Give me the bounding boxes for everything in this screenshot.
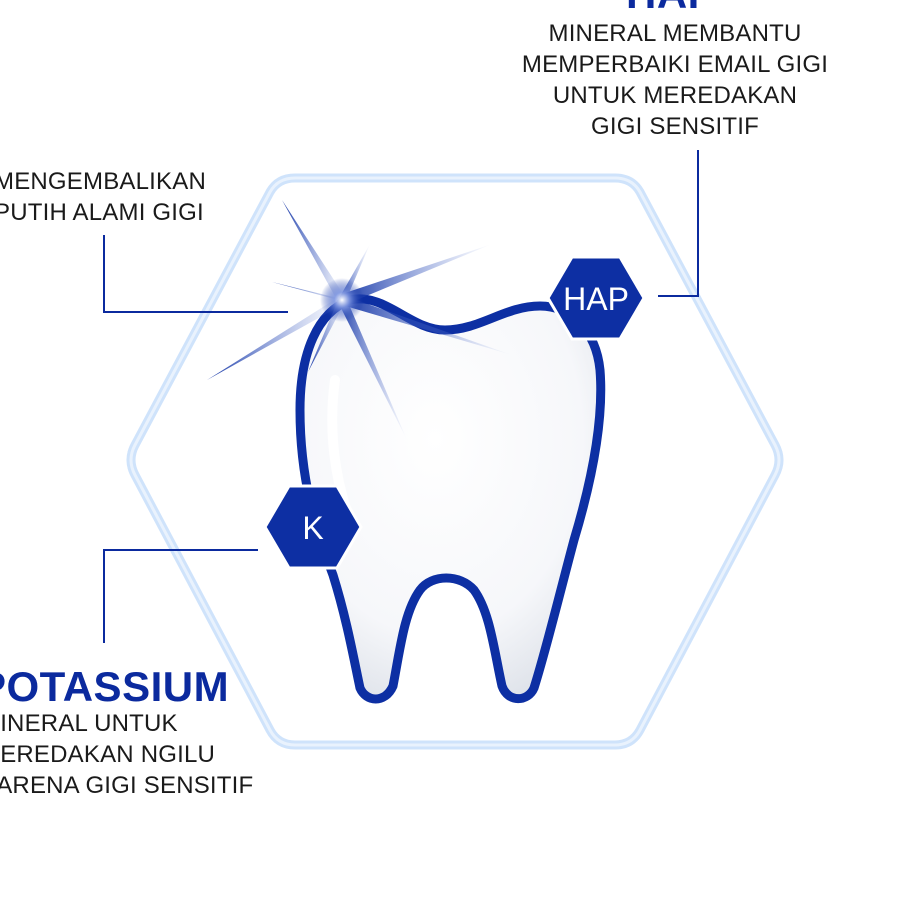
- connector-potassium: [103, 549, 258, 643]
- potassium-badge-label: K: [302, 510, 323, 546]
- hap-description-line: MINERAL MEMBANTU: [548, 20, 802, 47]
- connector-lines: [103, 150, 699, 643]
- potassium-description: MINERAL UNTUK MEREDAKAN NGILU KARENA GIG…: [0, 708, 253, 801]
- sparkle-icon: [207, 200, 512, 440]
- potassium-badge: K: [263, 484, 363, 570]
- whitening-description-line: PUTIH ALAMI GIGI: [0, 199, 204, 226]
- potassium-description-line: MINERAL UNTUK: [0, 710, 178, 737]
- potassium-description-line: KARENA GIGI SENSITIF: [0, 772, 254, 799]
- whitening-description: MENGEMBALIKAN PUTIH ALAMI GIGI: [0, 166, 206, 228]
- hap-badge-label: HAP: [563, 281, 629, 317]
- hap-description: MINERAL MEMBANTU MEMPERBAIKI EMAIL GIGI …: [515, 18, 835, 142]
- hap-description-line: MEMPERBAIKI EMAIL GIGI: [521, 51, 829, 78]
- hap-heading: HAP: [626, 0, 716, 15]
- connector-whitening: [103, 235, 288, 313]
- potassium-description-line: MEREDAKAN NGILU: [0, 741, 216, 768]
- connector-hap: [658, 150, 699, 297]
- hap-description-line: GIGI SENSITIF: [591, 113, 759, 140]
- hap-description-line: UNTUK MEREDAKAN: [552, 82, 798, 109]
- hexagon-frame: [126, 173, 784, 750]
- hap-badge: HAP: [546, 255, 646, 341]
- potassium-heading: POTASSIUM: [0, 663, 230, 710]
- whitening-description-line: MENGEMBALIKAN: [0, 168, 206, 195]
